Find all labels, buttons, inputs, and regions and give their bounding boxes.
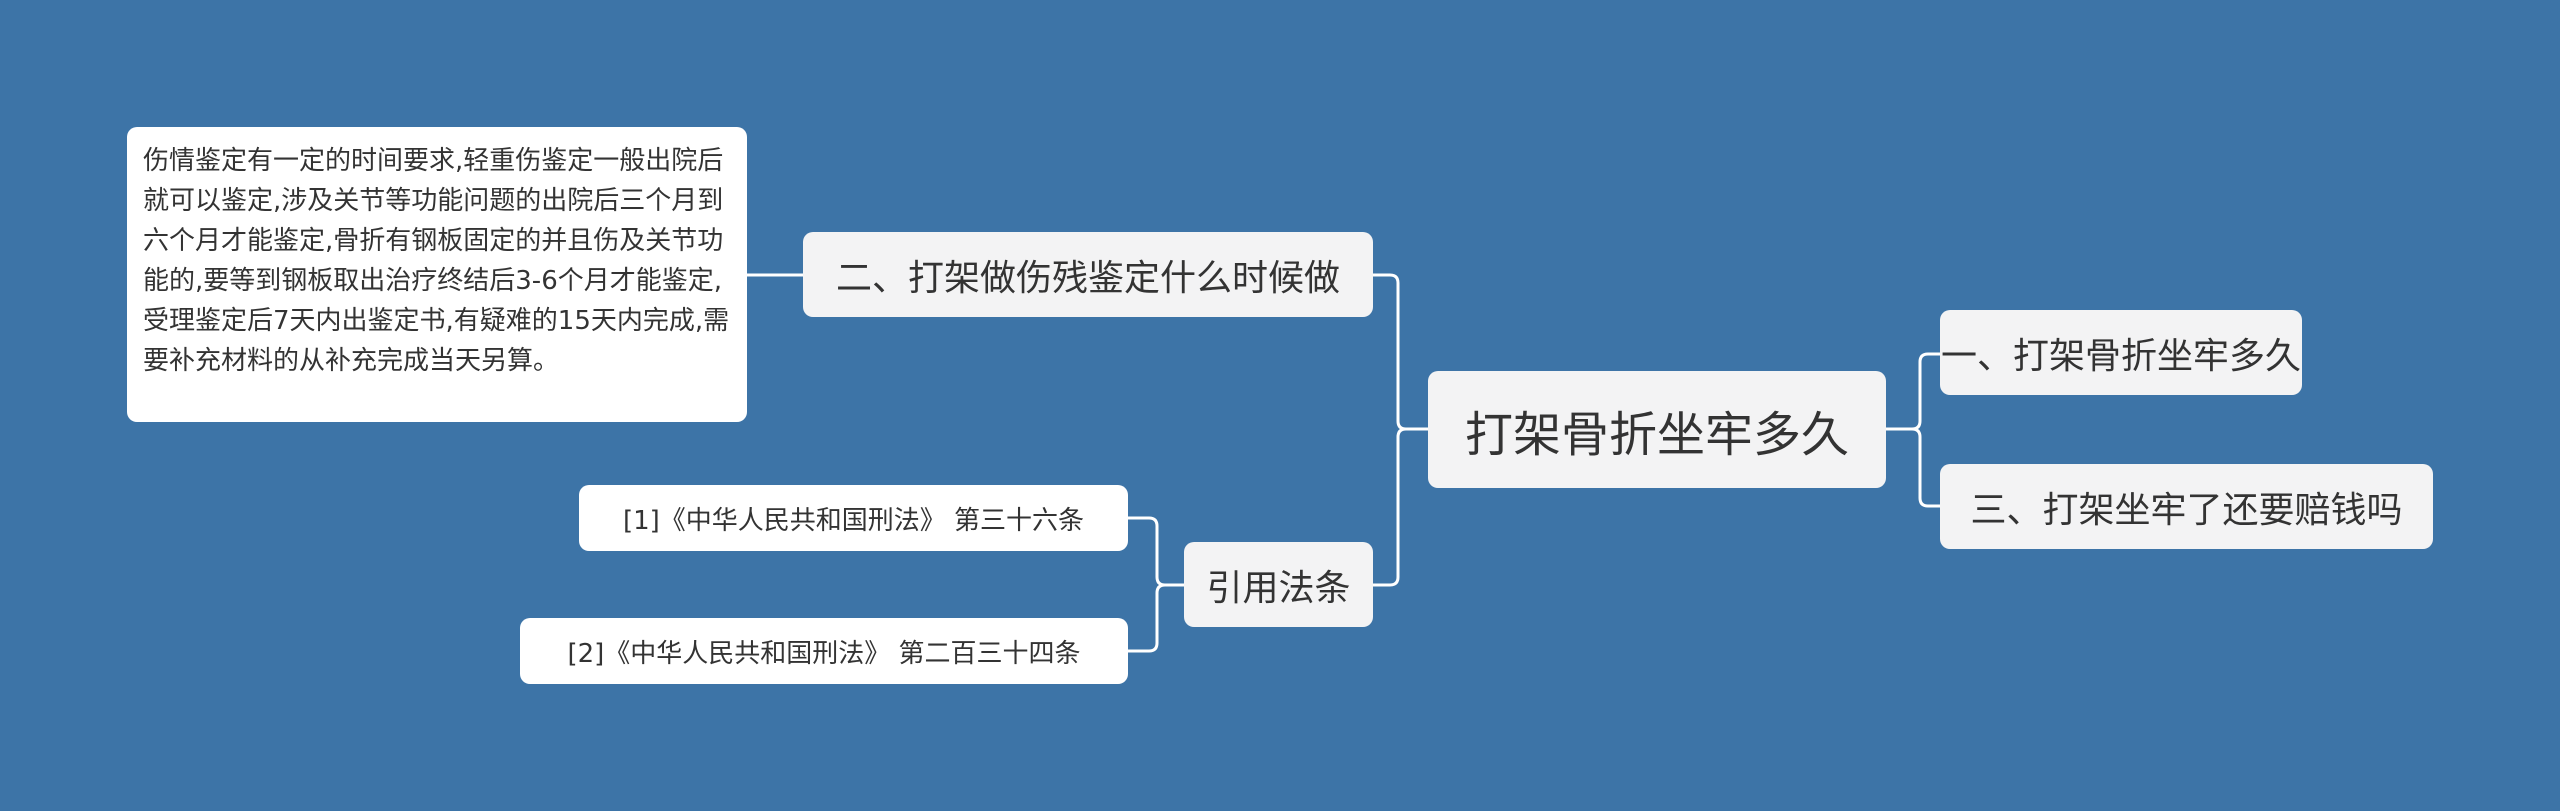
connector-root-right-1 <box>1886 352 1940 431</box>
branch-topic-law[interactable]: 引用法条 <box>1184 542 1373 627</box>
connector-law-citation-2 <box>1128 583 1184 653</box>
root-topic[interactable]: 打架骨折坐牢多久 <box>1428 371 1886 488</box>
connector-root-left-2 <box>1373 427 1428 587</box>
branch-topic-2[interactable]: 二、打架做伤残鉴定什么时候做 <box>803 232 1373 317</box>
note-appraisal-timing[interactable]: 伤情鉴定有一定的时间要求,轻重伤鉴定一般出院后就可以鉴定,涉及关节等功能问题的出… <box>127 127 747 422</box>
branch-topic-1[interactable]: 一、打架骨折坐牢多久 <box>1940 310 2302 395</box>
branch-topic-3[interactable]: 三、打架坐牢了还要赔钱吗 <box>1940 464 2433 549</box>
connector-law-citation-1 <box>1128 516 1184 587</box>
connector-root-right-2 <box>1886 427 1940 508</box>
law-citation-2[interactable]: [2]《中华人民共和国刑法》 第二百三十四条 <box>520 618 1128 684</box>
connector-root-left-1 <box>1373 273 1428 431</box>
law-citation-1[interactable]: [1]《中华人民共和国刑法》 第三十六条 <box>579 485 1128 551</box>
